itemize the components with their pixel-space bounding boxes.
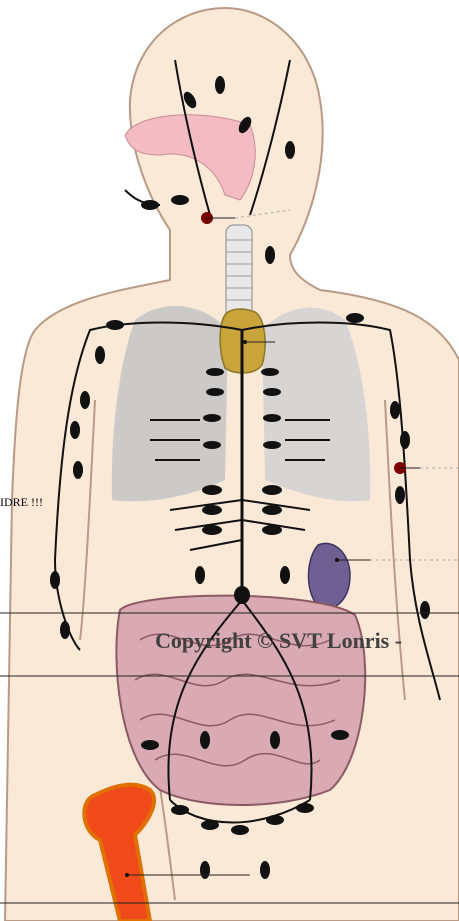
trachea (226, 225, 252, 320)
copyright-watermark: Copyright © SVT Lonris - (155, 628, 402, 654)
intestines (116, 596, 365, 805)
cut-off-label: IDRE !!! (0, 495, 43, 510)
spleen (308, 543, 350, 608)
